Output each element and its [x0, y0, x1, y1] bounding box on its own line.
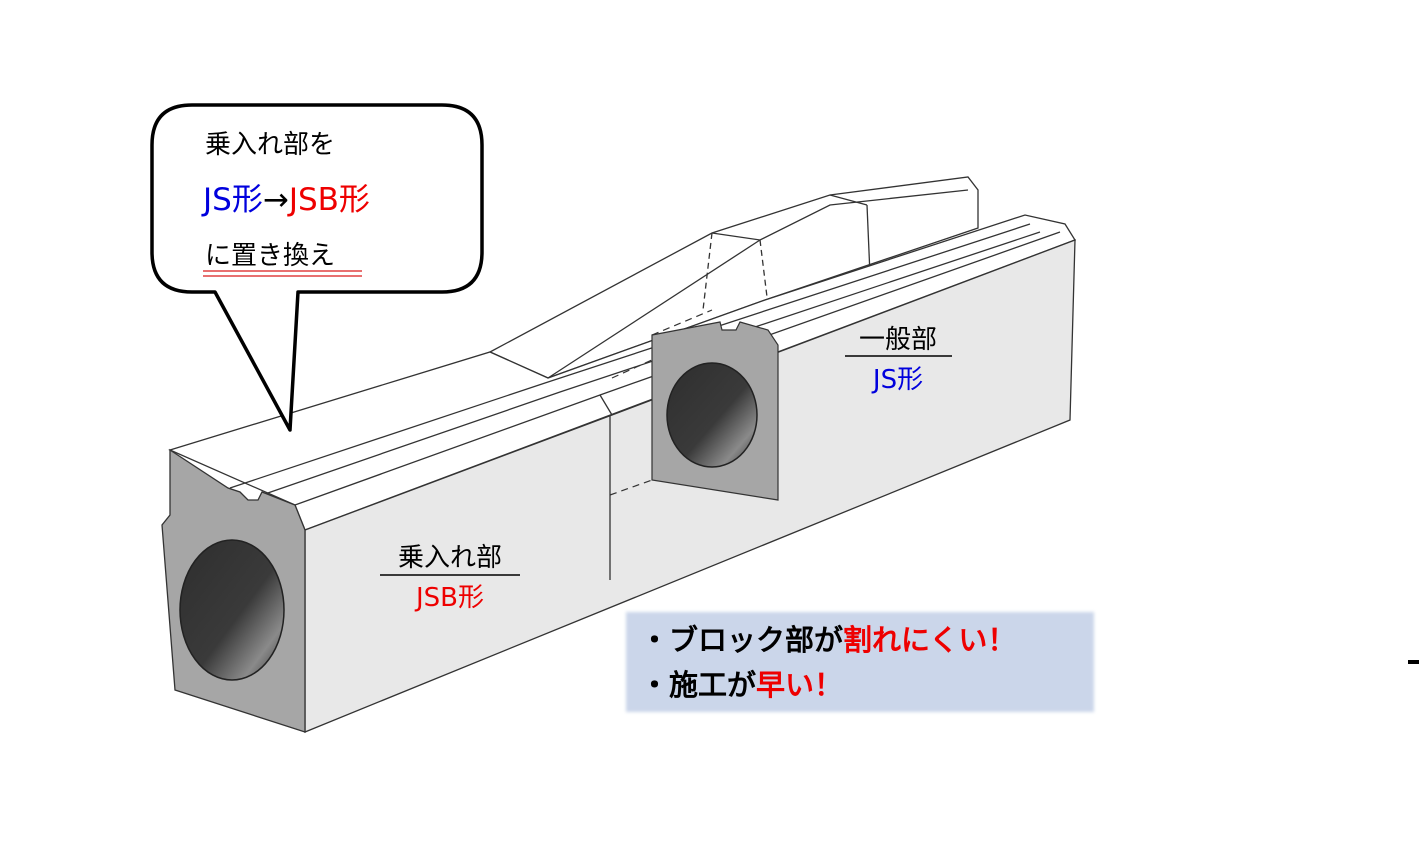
front-part-type: JSB形	[414, 583, 484, 613]
block-top-surface	[168, 214, 1076, 531]
callout-from-type: JS形	[201, 182, 263, 218]
benefit-2-highlight: 早い！	[756, 668, 843, 702]
general-block-pipe-hole	[666, 362, 758, 468]
front-block-pipe-hole	[179, 539, 285, 681]
callout-line1: 乗入れ部を	[205, 130, 335, 160]
front-part-label: 乗入れ部 JSB形	[380, 543, 520, 613]
benefit-item-2: ・施工が早い！	[640, 668, 843, 702]
benefit-item-1: ・ブロック部が割れにくい！	[640, 623, 1016, 657]
benefit-2-text: ・施工が	[640, 668, 756, 702]
general-part-name: 一般部	[859, 325, 937, 355]
general-part-label: 一般部 JS形	[845, 325, 952, 395]
callout-bubble: 乗入れ部を JS形→JSB形 に置き換え	[150, 103, 484, 432]
general-part-type: JS形	[871, 365, 923, 395]
callout-arrow: →	[263, 182, 289, 218]
callout-line3: に置き換え	[205, 241, 335, 271]
benefit-1-text: ・ブロック部が	[640, 623, 843, 657]
edge-mark	[1408, 660, 1419, 664]
benefit-1-highlight: 割れにくい！	[843, 623, 1016, 657]
benefits-box: ・ブロック部が割れにくい！ ・施工が早い！	[626, 612, 1094, 712]
callout-line2: JS形→JSB形	[201, 182, 370, 218]
callout-to-type: JSB形	[287, 182, 370, 218]
front-part-name: 乗入れ部	[398, 543, 502, 573]
hidden-lines	[609, 309, 713, 496]
